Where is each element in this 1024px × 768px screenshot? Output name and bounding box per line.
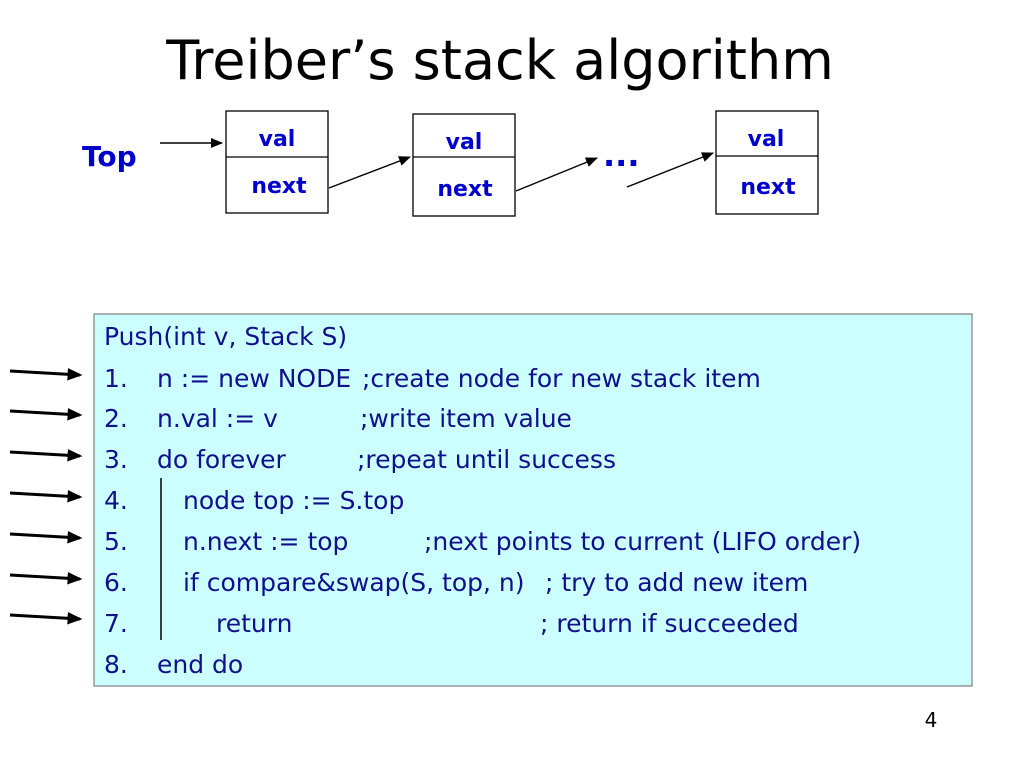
code-header: Push(int v, Stack S) — [104, 322, 347, 351]
code-comment: ;next points to current (LIFO order) — [424, 527, 861, 556]
execution-arrow-line-7 — [9, 612, 83, 625]
code-line-number: 8. — [104, 650, 128, 679]
slide-title: Treiber’s stack algorithm — [165, 29, 834, 92]
code-box-background — [93, 313, 973, 687]
node-1-val-field: val — [259, 127, 296, 152]
code-comment: ; try to add new item — [545, 568, 808, 597]
execution-arrow-line-6 — [9, 572, 83, 585]
node-3-val-field: val — [748, 127, 785, 152]
push-code-box: Push(int v, Stack S) 1. n := new NODE ;c… — [93, 313, 973, 687]
code-line-6: 6. if compare&swap(S, top, n) ; try to a… — [104, 568, 808, 597]
code-statement: n.val := v — [157, 404, 278, 433]
code-comment: ; return if succeeded — [540, 609, 799, 638]
code-comment: ;repeat until success — [357, 445, 616, 474]
code-line-5: 5. n.next := top ;next points to current… — [104, 527, 861, 556]
code-line-3: 3. do forever ;repeat until success — [104, 445, 616, 474]
execution-arrow-line-4 — [9, 490, 83, 503]
code-comment: ;create node for new stack item — [362, 364, 761, 393]
stack-node-2: val next — [412, 113, 516, 217]
node-1-box — [225, 110, 329, 214]
stack-node-3: val next — [715, 110, 819, 215]
code-line-7: 7. return ; return if succeeded — [104, 609, 799, 638]
node-3-box — [715, 110, 819, 215]
node-link-arrow-2 — [515, 157, 598, 192]
node-2-next-field: next — [437, 177, 493, 202]
code-statement: if compare&swap(S, top, n) — [183, 568, 525, 597]
ellipsis: ... — [603, 136, 639, 174]
code-statement: n.next := top — [183, 527, 348, 556]
top-label: Top — [82, 140, 137, 173]
stack-node-1: val next — [225, 110, 329, 214]
execution-arrow-line-3 — [9, 449, 83, 462]
code-line-number: 3. — [104, 445, 128, 474]
code-comment: ;write item value — [360, 404, 572, 433]
execution-arrows — [9, 368, 83, 625]
node-2-box — [412, 113, 516, 217]
node-link-arrow-1 — [328, 156, 411, 189]
execution-arrow-line-2 — [9, 408, 83, 421]
code-statement: n := new NODE — [157, 364, 351, 393]
code-line-4: 4. node top := S.top — [104, 486, 404, 515]
execution-arrow-line-5 — [9, 531, 83, 544]
code-line-number: 4. — [104, 486, 128, 515]
code-line-1: 1. n := new NODE ;create node for new st… — [104, 364, 761, 393]
node-1-next-field: next — [251, 174, 307, 199]
page-number: 4 — [925, 708, 938, 732]
node-2-val-field: val — [446, 130, 483, 155]
code-line-number: 2. — [104, 404, 128, 433]
code-line-number: 7. — [104, 609, 128, 638]
code-statement: do forever — [157, 445, 286, 474]
code-line-number: 6. — [104, 568, 128, 597]
code-line-number: 5. — [104, 527, 128, 556]
execution-arrow-line-1 — [9, 368, 83, 381]
code-statement: node top := S.top — [183, 486, 404, 515]
code-line-number: 1. — [104, 364, 128, 393]
node-3-next-field: next — [740, 175, 796, 200]
linked-list-diagram: Top val next val next ... val next — [82, 110, 819, 217]
code-line-2: 2. n.val := v ;write item value — [104, 404, 572, 433]
node-link-arrow-3 — [626, 152, 714, 188]
code-statement: return — [216, 609, 292, 638]
code-statement: end do — [157, 650, 243, 679]
code-line-8: 8. end do — [104, 650, 243, 679]
